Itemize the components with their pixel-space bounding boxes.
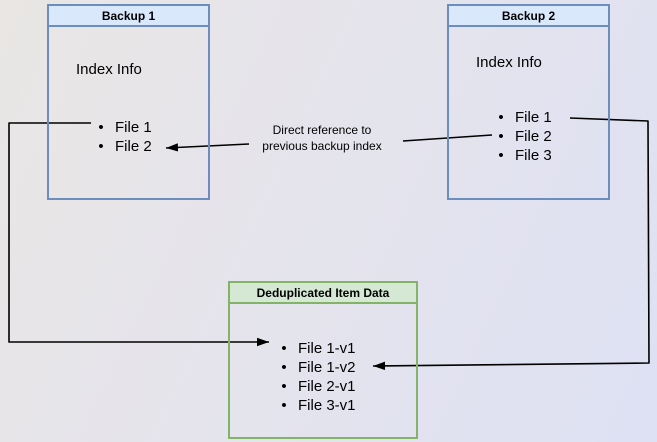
list-item: • File 1 (495, 108, 552, 127)
dedup-box: Deduplicated Item Data • File 1-v1 • Fil… (228, 281, 418, 439)
backup2-index-info-label: Index Info (476, 54, 542, 71)
backup1-title: Backup 1 (101, 8, 156, 23)
list-item: • File 1-v1 (278, 339, 356, 358)
bullet-icon: • (281, 397, 287, 414)
file-label: File 1 (515, 109, 552, 126)
file-label: File 2 (515, 128, 552, 145)
backup1-box: Backup 1 Index Info • File 1 • File 2 (47, 4, 210, 200)
file-label: File 1 (115, 119, 152, 136)
direct-reference-label: Direct reference to previous backup inde… (238, 122, 406, 154)
file-label: File 3 (515, 147, 552, 164)
backup2-header: Backup 2 (449, 6, 608, 27)
bullet-icon: • (281, 340, 287, 357)
file-label: File 1-v1 (298, 340, 356, 357)
direct-reference-label-line1: Direct reference to (272, 123, 372, 137)
dedup-header: Deduplicated Item Data (230, 283, 416, 304)
bullet-icon: • (98, 119, 104, 136)
backup1-index-info-label: Index Info (76, 61, 142, 78)
bullet-icon: • (281, 359, 287, 376)
file-label: File 2-v1 (298, 378, 356, 395)
backup2-file-list: • File 1 • File 2 • File 3 (495, 108, 552, 165)
list-item: • File 2 (95, 137, 152, 156)
list-item: • File 3-v1 (278, 396, 356, 415)
list-item: • File 2-v1 (278, 377, 356, 396)
bullet-icon: • (498, 147, 504, 164)
file-label: File 2 (115, 138, 152, 155)
direct-reference-label-line2: previous backup index (262, 139, 382, 153)
backup1-header: Backup 1 (49, 6, 208, 27)
bullet-icon: • (98, 138, 104, 155)
bullet-icon: • (498, 128, 504, 145)
backup2-box: Backup 2 Index Info • File 1 • File 2 • … (447, 4, 610, 200)
list-item: • File 1 (95, 118, 152, 137)
backup1-file-list: • File 1 • File 2 (95, 118, 152, 156)
list-item: • File 2 (495, 127, 552, 146)
list-item: • File 1-v2 (278, 358, 356, 377)
file-label: File 1-v2 (298, 359, 356, 376)
bullet-icon: • (281, 378, 287, 395)
file-label: File 3-v1 (298, 397, 356, 414)
list-item: • File 3 (495, 146, 552, 165)
backup2-title: Backup 2 (501, 8, 556, 23)
dedup-title: Deduplicated Item Data (256, 285, 390, 300)
bullet-icon: • (498, 109, 504, 126)
dedup-item-list: • File 1-v1 • File 1-v2 • File 2-v1 • Fi… (278, 339, 356, 415)
